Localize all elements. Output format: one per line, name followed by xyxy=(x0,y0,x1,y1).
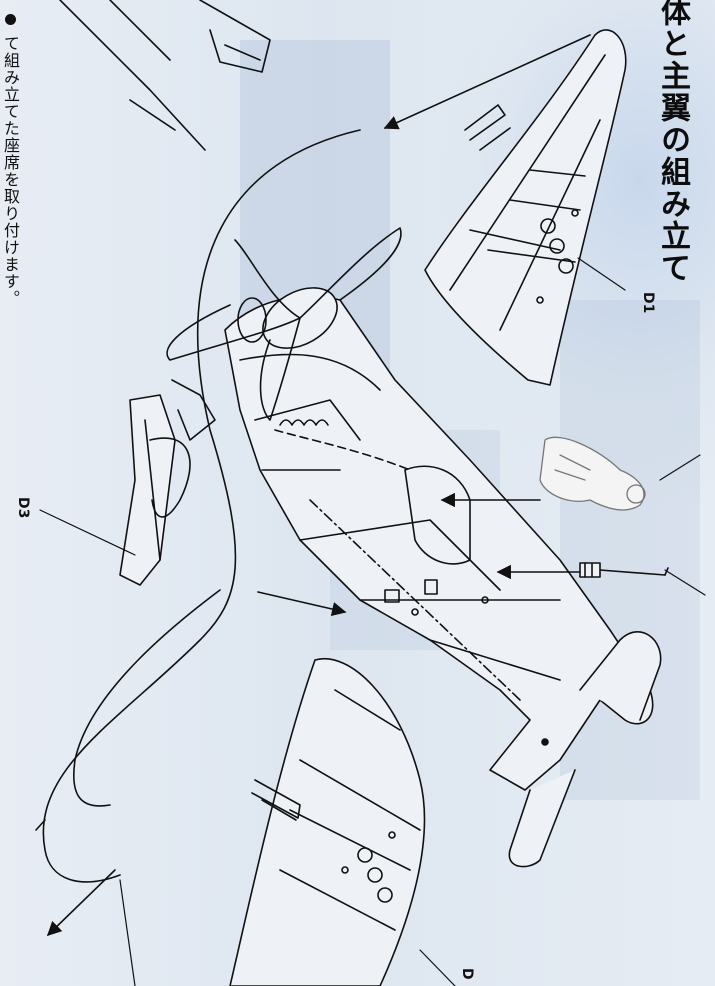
instruction-note: て組み立てた座席を取り付けます。 xyxy=(0,14,22,307)
left-wing-part xyxy=(229,657,426,986)
part-label-d: D xyxy=(459,968,475,980)
assembly-arrows xyxy=(46,34,591,937)
part-leader-lines xyxy=(39,257,706,986)
pilot-figure xyxy=(539,436,646,511)
right-wing-part xyxy=(424,29,627,386)
section-heading: 体と主翼の組み立て xyxy=(655,0,690,284)
previous-step-fragment xyxy=(59,0,271,151)
part-label-d1: D1 xyxy=(640,292,656,314)
canopy-part xyxy=(119,379,216,586)
fuselage-part xyxy=(166,227,662,868)
part-label-d3: D3 xyxy=(15,497,31,519)
wing-root-outline xyxy=(35,129,361,883)
filled-circle-bullet-icon xyxy=(4,14,16,25)
instruction-text: て組み立てた座席を取り付けます。 xyxy=(1,35,20,308)
antenna-mast-part xyxy=(579,562,669,578)
